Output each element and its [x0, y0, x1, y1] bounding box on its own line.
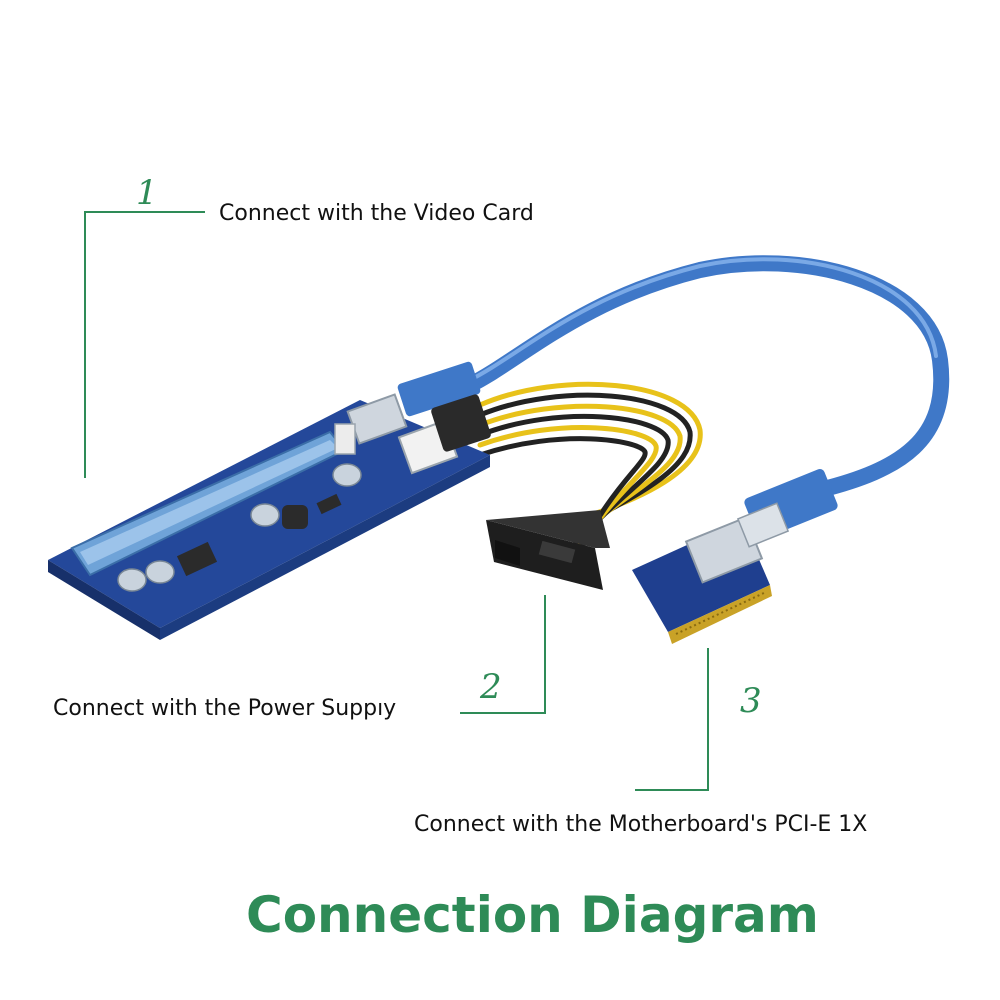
usb-cable-highlight [468, 257, 938, 382]
diagram-title: Connection Diagram [246, 886, 819, 944]
six-pin-plug [431, 394, 491, 452]
sata-power-connector [486, 510, 610, 590]
callout-label-motherboard: Connect with the Motherboard's PCI-E 1X [414, 812, 868, 837]
leader-line-2 [460, 595, 546, 714]
riser-board [48, 393, 490, 640]
callout-number-2: 2 [480, 667, 502, 707]
leader-line-1 [84, 211, 205, 478]
pcie-x1-adapter [632, 516, 772, 644]
usb-cable [462, 255, 950, 498]
callout-label-video-card: Connect with the Video Card [219, 201, 534, 226]
callout-number-1: 1 [136, 173, 158, 213]
power-wires [477, 381, 703, 563]
callout-label-power-supply: Connect with the Power Suppıy [53, 696, 397, 721]
usb-plug-board [397, 361, 481, 417]
leader-line-3 [635, 648, 709, 791]
usb-plug-adapter [736, 469, 838, 548]
callout-number-3: 3 [740, 681, 762, 721]
